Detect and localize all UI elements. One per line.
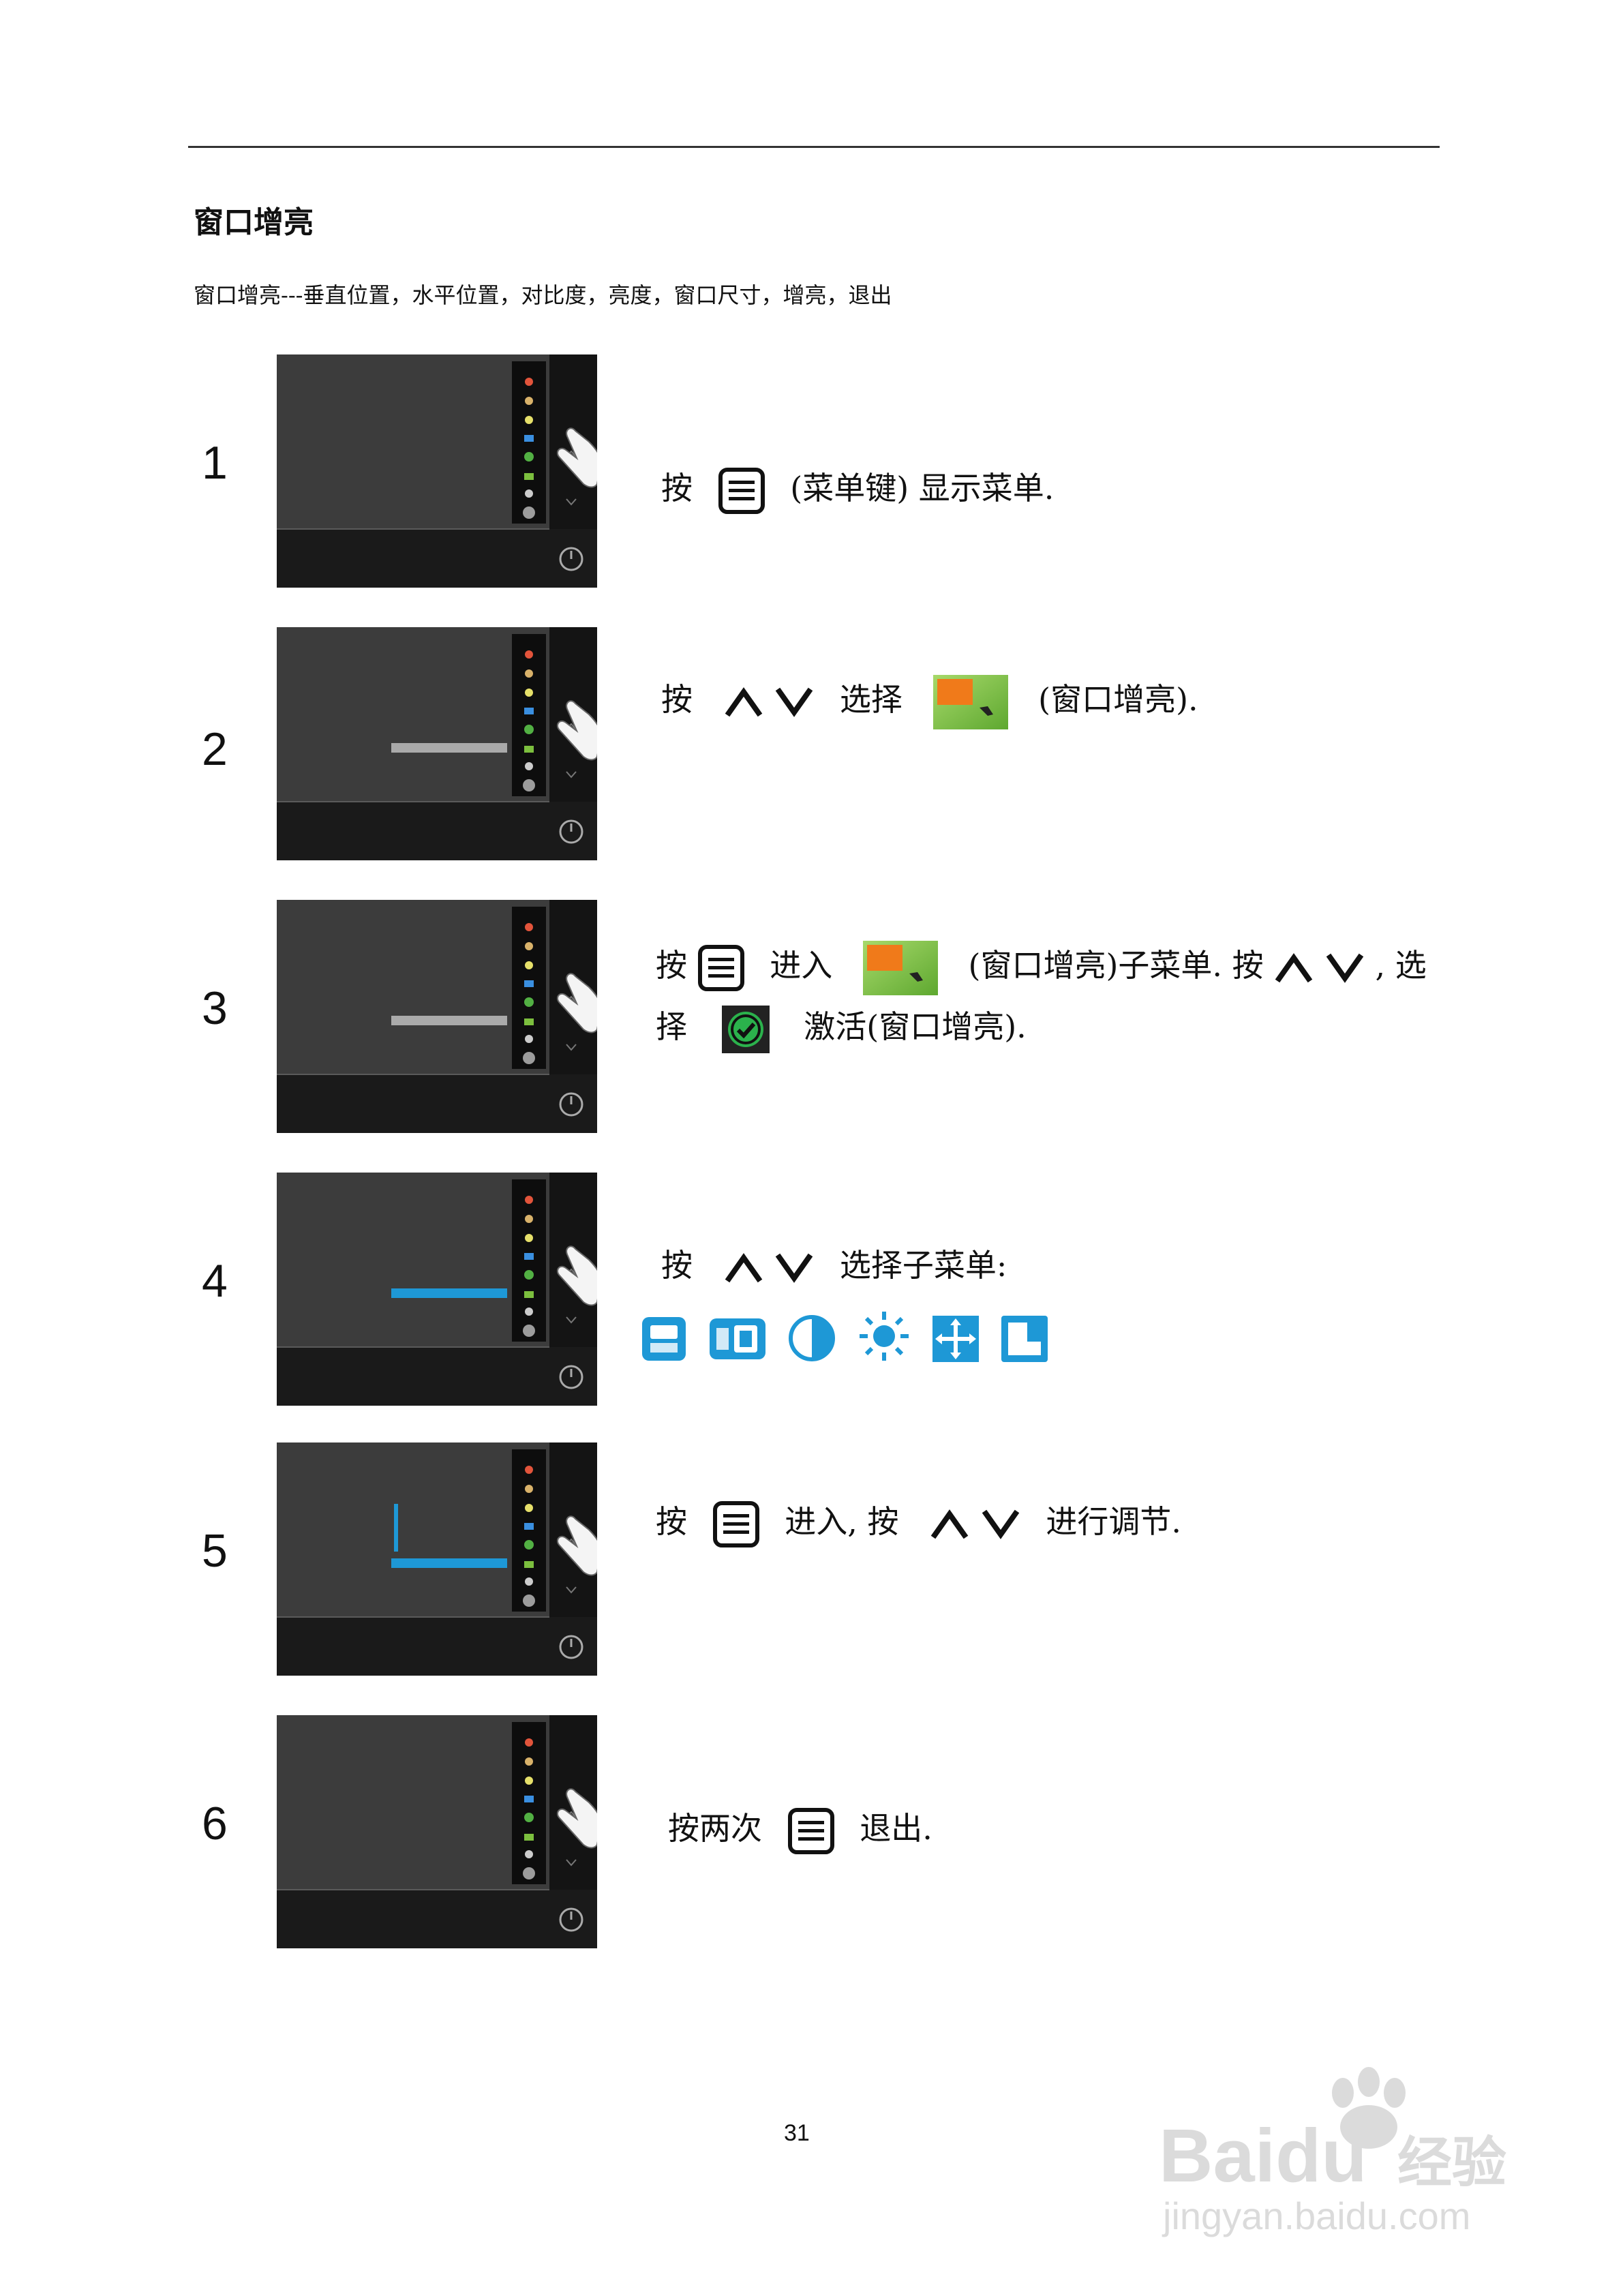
monitor-illustration <box>277 900 597 1133</box>
window-brighten-icon <box>933 675 1008 729</box>
down-arrow-icon <box>774 685 815 719</box>
watermark-brand: Baidu <box>1159 2114 1367 2198</box>
watermark-brand-cn: 经验 <box>1397 2132 1506 2193</box>
horizontal-position-icon <box>710 1318 766 1359</box>
step-instruction-line-1: 按 进入 (窗口增亮)子菜单. 按 , 选 <box>656 941 1427 995</box>
page-title: 窗口增亮 <box>194 205 314 240</box>
step-instruction: 按 进入, 按 进行调节. <box>656 1497 1181 1548</box>
step-instruction-line-2: 择 激活(窗口增亮). <box>656 1002 1027 1053</box>
contrast-icon <box>789 1315 836 1361</box>
monitor-illustration <box>277 1442 597 1676</box>
up-arrow-icon <box>723 1251 764 1285</box>
baidu-watermark: Baidu 经验 jingyan.baidu.com <box>1159 2067 1506 2237</box>
monitor-illustration <box>277 1715 597 1948</box>
down-arrow-icon <box>1324 951 1365 985</box>
monitor-illustration <box>277 627 597 860</box>
header-rule <box>188 146 1440 148</box>
brightness-icon <box>860 1312 909 1361</box>
up-arrow-icon <box>1273 951 1314 985</box>
bright-frame-icon <box>1001 1316 1048 1362</box>
step-instruction: 按 (菜单键) 显示菜单. <box>661 464 1054 515</box>
step-instruction: 按两次 退出. <box>668 1804 932 1855</box>
down-arrow-icon <box>980 1507 1021 1541</box>
step-number: 2 <box>202 723 228 775</box>
menu-button-icon <box>697 944 745 992</box>
step-number: 3 <box>202 982 228 1034</box>
submenu-icon-row <box>641 1309 1049 1366</box>
watermark-url: jingyan.baidu.com <box>1162 2194 1470 2237</box>
step-instruction: 按 选择 (窗口增亮). <box>661 675 1198 729</box>
window-brighten-icon <box>863 941 938 995</box>
vertical-position-icon <box>642 1317 686 1361</box>
menu-button-icon <box>712 1500 760 1548</box>
menu-button-icon <box>787 1807 835 1855</box>
step-number: 5 <box>202 1525 228 1577</box>
monitor-illustration <box>277 1173 597 1406</box>
down-arrow-icon <box>774 1251 815 1285</box>
step-number: 6 <box>202 1798 228 1849</box>
step-number: 4 <box>202 1255 228 1307</box>
up-arrow-icon <box>723 685 764 719</box>
page-number: 31 <box>784 2120 810 2146</box>
step-number: 1 <box>202 437 228 489</box>
up-arrow-icon <box>929 1507 970 1541</box>
step-instruction: 按 选择子菜单: <box>661 1247 1007 1285</box>
menu-button-icon <box>718 467 765 515</box>
window-size-icon <box>932 1316 980 1362</box>
monitor-illustration <box>277 354 597 588</box>
page-subtitle: 窗口增亮---垂直位置，水平位置，对比度，亮度，窗口尺寸，增亮，退出 <box>194 282 892 308</box>
activate-check-icon <box>722 1006 770 1053</box>
